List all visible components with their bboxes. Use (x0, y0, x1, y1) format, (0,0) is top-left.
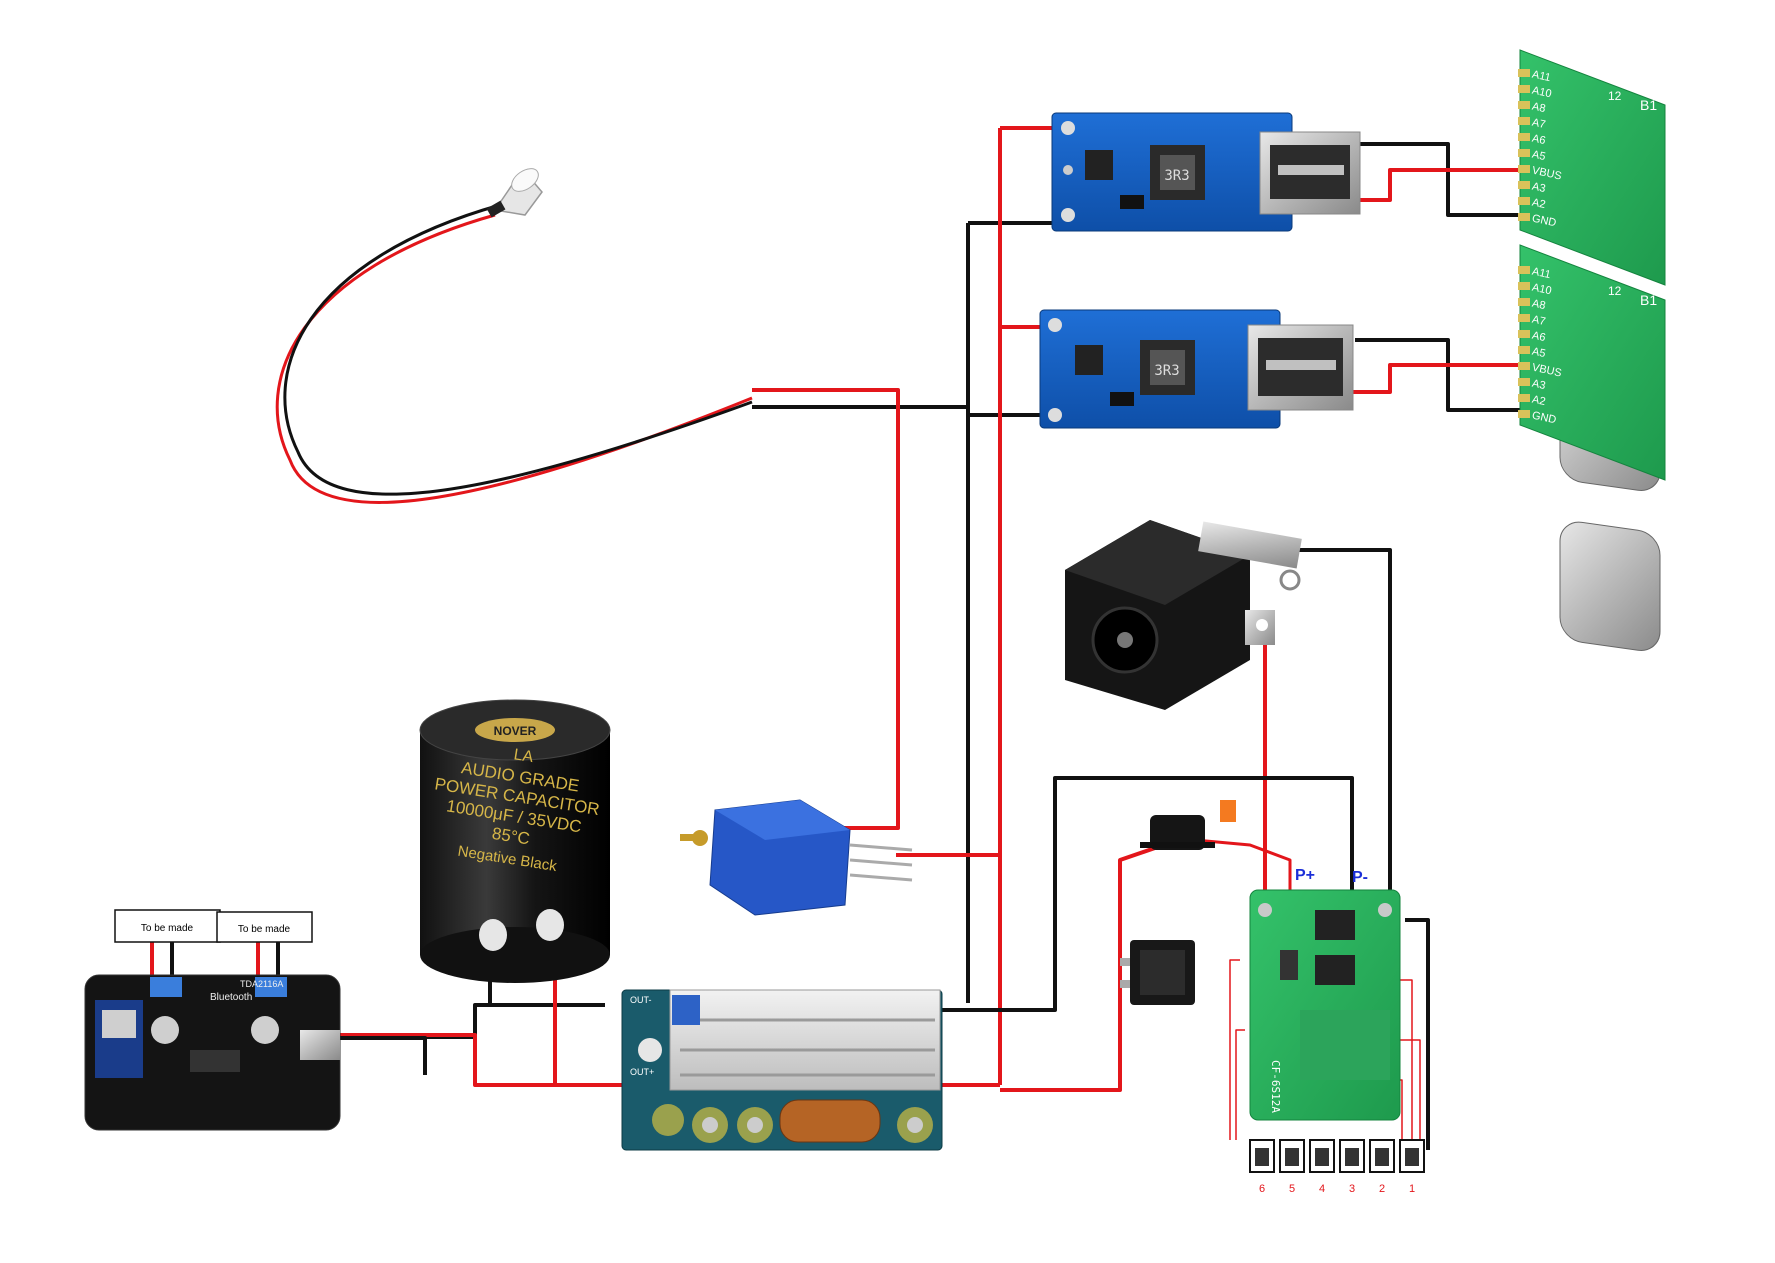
battery-cell-terminal (1375, 1148, 1389, 1166)
led-to-pot-wire (752, 388, 900, 830)
positive-bus-wire (896, 126, 1065, 1085)
battery-cell-terminal (1345, 1148, 1359, 1166)
usb-c-pin-pad (1518, 101, 1530, 109)
battery-cell-number: 2 (1379, 1183, 1385, 1195)
battery-cell-number: 6 (1259, 1183, 1265, 1195)
rocker-switch (1120, 940, 1195, 1005)
svg-text:12: 12 (1608, 89, 1622, 103)
usb-boost-module-2: 3R3 (1039, 309, 1354, 429)
to-be-made-label-right: To be made (216, 911, 313, 943)
dcjack-negative-wire (1280, 548, 1392, 925)
svg-text:To be made: To be made (141, 923, 194, 934)
usb-c-pin-label: A6 (1531, 133, 1547, 148)
battery-cell-connectors: 6 5 4 3 2 1 (1249, 1139, 1425, 1195)
battery-cell-terminal (1285, 1148, 1299, 1166)
svg-text:NOVER: NOVER (494, 724, 537, 738)
svg-text:12: 12 (1608, 284, 1622, 298)
usb-c-pin-pad (1518, 282, 1530, 290)
usb-c-pin-label: A7 (1531, 117, 1547, 132)
bms-p-plus-label: P+ (1295, 867, 1315, 884)
usb-c-pin-label: A3 (1531, 181, 1547, 196)
amp-board: TDA2116A Bluetooth (84, 974, 341, 1131)
usb-c-pin-pad (1518, 410, 1530, 418)
usb-c-pin-label: A2 (1531, 197, 1547, 212)
usb-c-pin-label: A8 (1531, 298, 1547, 313)
svg-text:To be made: To be made (238, 924, 291, 935)
usb-boost-module-1: 3R3 (1051, 112, 1361, 232)
usb-c-pin-label: GND (1531, 213, 1557, 230)
to-be-made-label-left: To be made (114, 909, 221, 943)
usb-c-pin-pad (1518, 330, 1530, 338)
usb-c-pin-label: A11 (1531, 69, 1552, 85)
usb-c-pin-label: A10 (1531, 282, 1553, 298)
usb-c-pin-label: A11 (1531, 266, 1552, 282)
usb-c-pin-label: A2 (1531, 394, 1547, 409)
usb-c-pin-pad (1518, 394, 1530, 402)
usb-c-pin-label: A5 (1531, 346, 1547, 361)
usb-c-pin-label: GND (1531, 410, 1557, 427)
svg-text:OUT+: OUT+ (630, 1067, 654, 1077)
usb-c-pin-pad (1518, 298, 1530, 306)
usb-c-pin-label: A3 (1531, 378, 1547, 393)
battery-cell-terminal (1255, 1148, 1269, 1166)
usb-c-pin-pad (1518, 314, 1530, 322)
battery-cell-number: 3 (1349, 1183, 1355, 1195)
usb-c-pin-pad (1518, 378, 1530, 386)
battery-cell-number: 5 (1289, 1183, 1295, 1195)
usb-c-pin-pad (1518, 149, 1530, 157)
svg-text:TDA2116A: TDA2116A (240, 979, 283, 989)
usb-c-pin-pad (1518, 266, 1530, 274)
usb-c-pin-pad (1518, 181, 1530, 189)
inductor-label: 3R3 (1154, 363, 1179, 379)
led (486, 168, 543, 218)
usb-c-pin-pad (1518, 346, 1530, 354)
bms-board: CF-6S12A (1249, 889, 1401, 1121)
usb-c-pin-label: A7 (1531, 314, 1547, 329)
battery-cell-number: 1 (1409, 1183, 1415, 1195)
svg-text:CF-6S12A: CF-6S12A (1269, 1060, 1282, 1113)
led-black-wire (283, 203, 753, 496)
svg-text:LA: LA (513, 746, 535, 766)
battery-cell-connector (1399, 1139, 1425, 1173)
usb-c-pin-pad (1518, 165, 1530, 173)
usb-c-pin-pad (1518, 85, 1530, 93)
capacitor: NOVER LA AUDIO GRADE POWER CAPACITOR 100… (419, 699, 611, 983)
battery-cell-number: 4 (1319, 1183, 1325, 1195)
usb-c-pin-pad (1518, 117, 1530, 125)
dcjack-positive-wire (1263, 636, 1268, 905)
usb-c-pin-label: A8 (1531, 101, 1547, 116)
usb-c-pin-label: A5 (1531, 149, 1547, 164)
usb-c-pin-label: A6 (1531, 330, 1547, 345)
ground-bus-wire (752, 221, 1065, 1003)
usb-c-pin-pad (1518, 133, 1530, 141)
usb-c-pin-pad (1518, 362, 1530, 370)
dc-jack (1065, 520, 1302, 710)
usb-c-pin-pad (1518, 69, 1530, 77)
battery-cell-terminal (1315, 1148, 1329, 1166)
led-red-wire (275, 213, 753, 504)
battery-cell-connector (1279, 1139, 1305, 1173)
inductor-label: 3R3 (1164, 168, 1189, 184)
svg-text:B1: B1 (1640, 292, 1657, 308)
battery-cell-terminal (1405, 1148, 1419, 1166)
svg-text:Bluetooth: Bluetooth (210, 992, 252, 1003)
potentiometer (680, 799, 913, 916)
buck-converter: OUT- OUT+ (621, 989, 943, 1151)
usb-c-pin-pad (1518, 213, 1530, 221)
svg-text:B1: B1 (1640, 97, 1657, 113)
fuse-holder (1140, 800, 1236, 850)
svg-text:OUT-: OUT- (630, 995, 652, 1005)
usb-c-pin-label: A10 (1531, 85, 1553, 101)
usb-c-pin-pad (1518, 197, 1530, 205)
usb-c-board-2: B1 12 (1519, 244, 1666, 651)
bms-p-minus-label: P- (1352, 869, 1368, 886)
